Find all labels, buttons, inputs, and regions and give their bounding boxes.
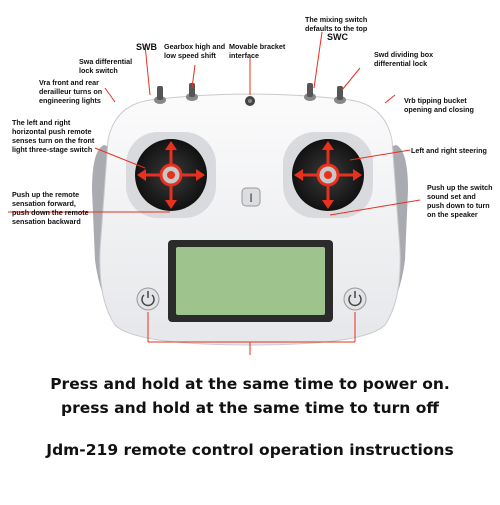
right-power-button[interactable] bbox=[343, 287, 367, 311]
center-logo-icon: I bbox=[241, 187, 261, 207]
left-stick-arrowhead-down bbox=[165, 200, 177, 209]
label-push-left: Push up the remote sensation forward, pu… bbox=[12, 190, 89, 226]
label-push-right: Push up the switch sound set and push do… bbox=[427, 183, 493, 219]
label-gearbox: Gearbox high and low speed shift bbox=[164, 42, 226, 60]
left-power-button[interactable] bbox=[136, 287, 160, 311]
switch-swd[interactable] bbox=[334, 86, 346, 104]
left-stick-arrowhead-left bbox=[137, 169, 146, 181]
bracket-interface bbox=[245, 96, 255, 106]
label-bracket: Movable bracket interface bbox=[229, 42, 286, 60]
switch-swc[interactable] bbox=[304, 83, 316, 101]
label-swc: SWC bbox=[327, 32, 348, 42]
label-swb: SWB bbox=[136, 42, 157, 52]
label-swd: Swd dividing box differential lock bbox=[374, 50, 434, 68]
lcd-screen bbox=[168, 240, 333, 322]
right-stick-gimbal[interactable] bbox=[283, 132, 373, 218]
label-left-stick: The left and right horizontal push remot… bbox=[12, 118, 95, 154]
label-swa: Swa differential lock switch bbox=[79, 57, 133, 75]
switch-swb[interactable] bbox=[186, 83, 198, 101]
label-vra: Vra front and rear derailleur turns on e… bbox=[39, 78, 103, 105]
leader-lines bbox=[8, 31, 421, 355]
instruction-line-2: press and hold at the same time to turn … bbox=[61, 399, 439, 417]
right-stick-arrowhead-down bbox=[322, 200, 334, 209]
right-stick-arrowhead-left bbox=[294, 169, 303, 181]
label-right-stick: Left and right steering bbox=[411, 146, 487, 155]
instruction-title: Jdm-219 remote control operation instruc… bbox=[46, 441, 454, 459]
right-stick-arrowhead-right bbox=[353, 169, 362, 181]
svg-text:I: I bbox=[249, 191, 252, 205]
left-stick-gimbal[interactable] bbox=[126, 132, 216, 218]
label-mixing: The mixing switch defaults to the top bbox=[305, 15, 368, 33]
instruction-line-1: Press and hold at the same time to power… bbox=[50, 375, 450, 393]
stick-arrows bbox=[137, 141, 362, 209]
switch-swa[interactable] bbox=[154, 86, 166, 104]
right-stick-arrowhead-up bbox=[322, 141, 334, 150]
left-stick-arrowhead-right bbox=[196, 169, 205, 181]
left-stick-arrowhead-up bbox=[165, 141, 177, 150]
label-vrb: Vrb tipping bucket opening and closing bbox=[404, 96, 474, 114]
